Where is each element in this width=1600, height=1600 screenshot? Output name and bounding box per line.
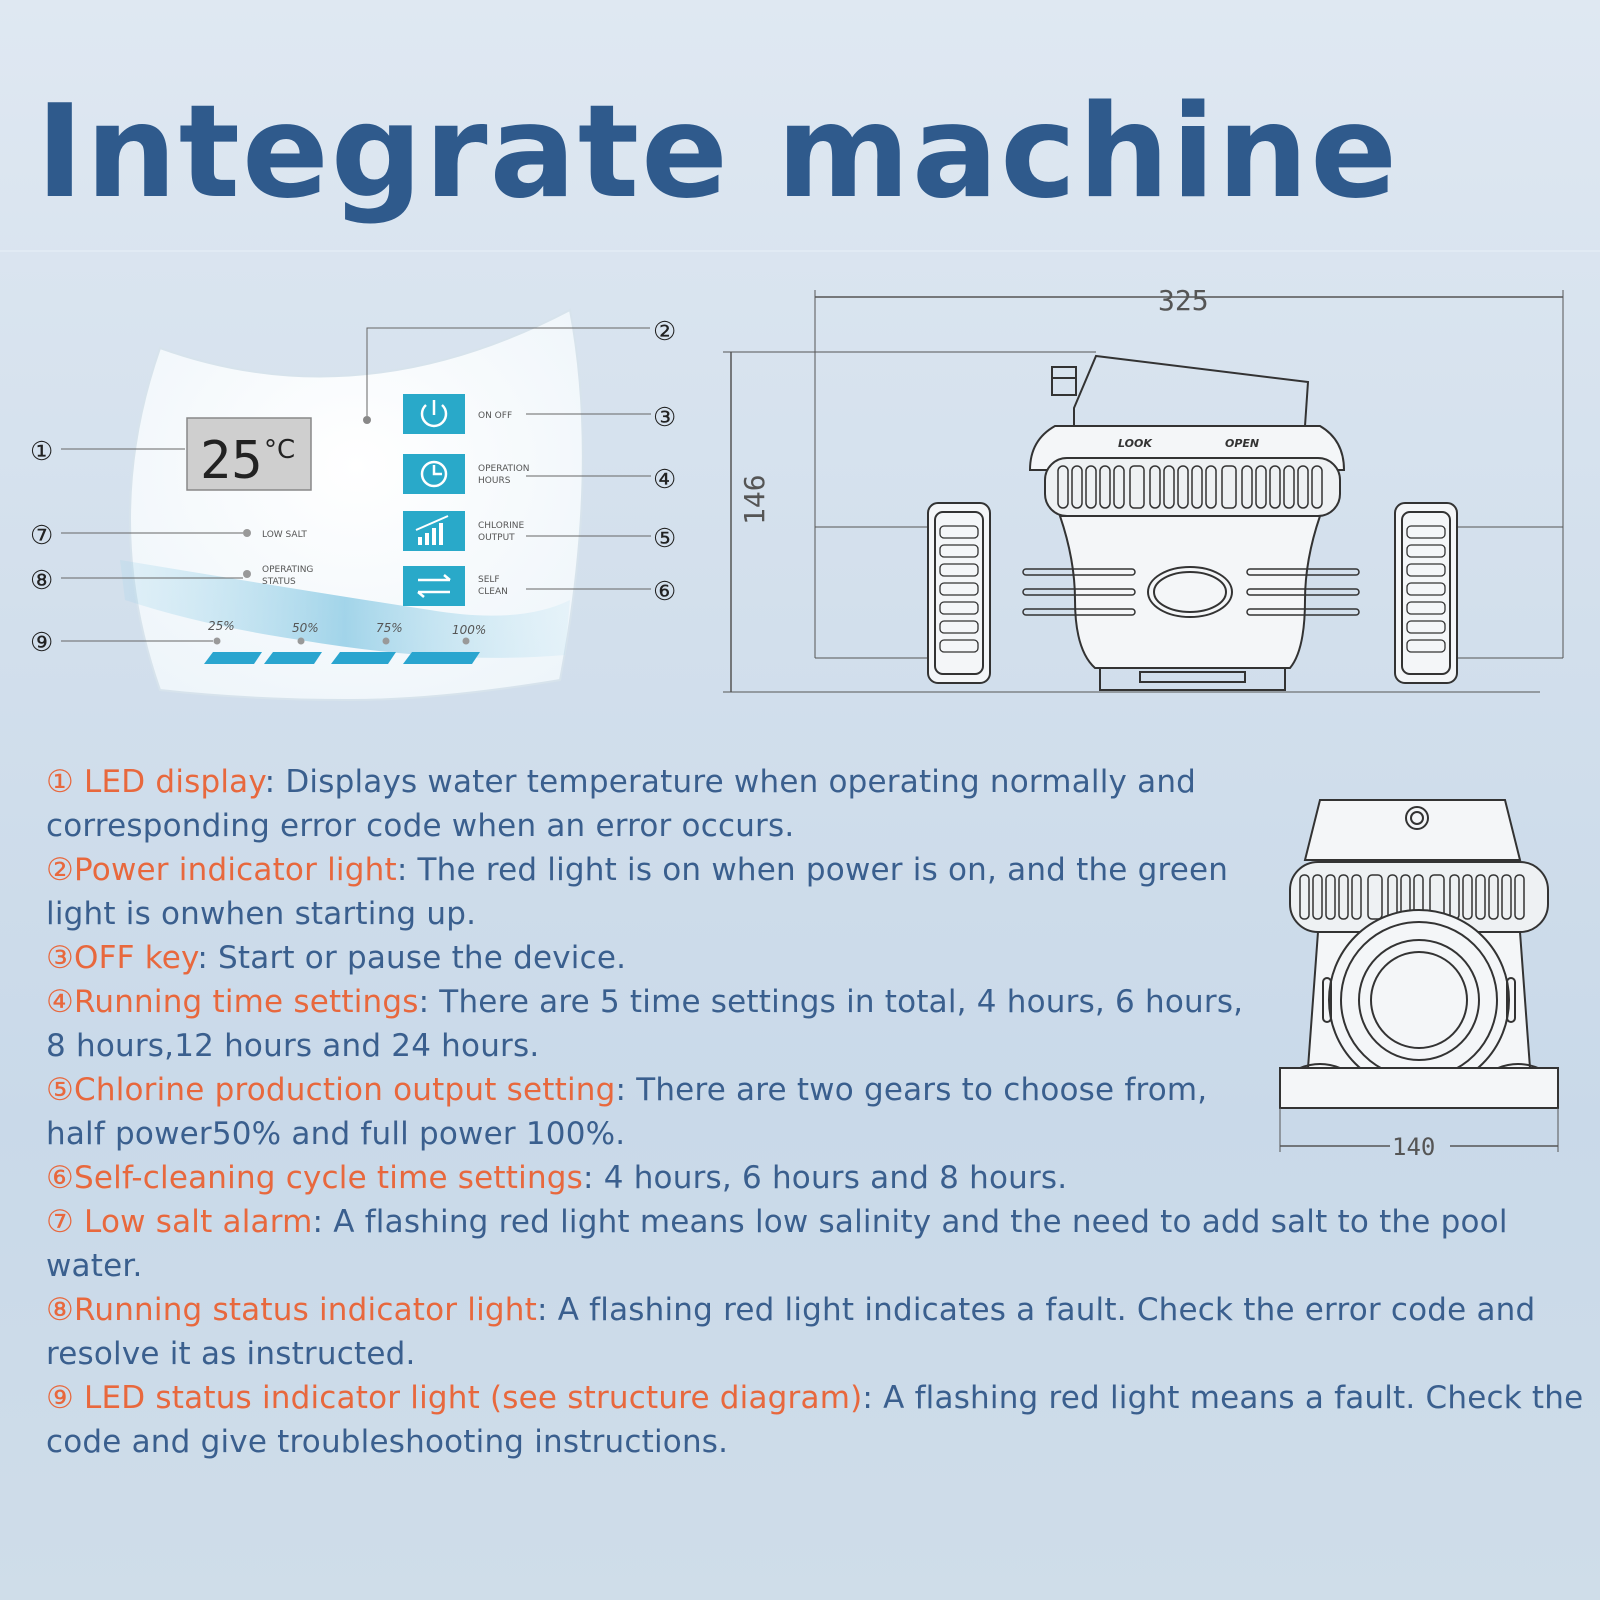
title-divider xyxy=(0,250,1600,252)
description-text: : A flashing red light indicates a fault… xyxy=(46,1292,1536,1372)
chlorine-output-label-1: CHLORINE xyxy=(478,521,524,531)
operation-hours-label-2: HOURS xyxy=(478,476,511,486)
description-text: : Start or pause the device. xyxy=(197,940,627,976)
description-item-9: ⑨ LED status indicator light (see struct… xyxy=(46,1376,1586,1464)
description-number: ⑧ xyxy=(46,1292,74,1328)
pct-100: 100% xyxy=(452,623,486,637)
description-text: : A flashing red light means low salinit… xyxy=(46,1204,1508,1284)
callout-leaders xyxy=(61,327,651,642)
callout-9: ⑨ xyxy=(30,628,53,658)
description-number: ⑦ xyxy=(46,1204,74,1240)
chlorine-output-button[interactable] xyxy=(403,511,465,551)
width-dimension: 325 xyxy=(1158,284,1209,317)
valve-look-label: LOOK xyxy=(1118,437,1153,450)
power-indicator-light xyxy=(363,416,371,424)
led-unit: °C xyxy=(264,435,295,465)
callout-8: ⑧ xyxy=(30,566,53,596)
callout-6: ⑥ xyxy=(653,577,676,607)
self-clean-label-1: SELF xyxy=(478,575,500,585)
description-text: : There are 5 time settings in total, 4 … xyxy=(46,984,1244,1064)
description-text: : The red light is on when power is on, … xyxy=(46,852,1229,932)
description-text: : 4 hours, 6 hours and 8 hours. xyxy=(583,1160,1068,1196)
description-item-4: ④Running time settings: There are 5 time… xyxy=(46,980,1266,1068)
description-text: : Displays water temperature when operat… xyxy=(46,764,1197,844)
control-panel xyxy=(120,308,584,702)
description-term: Low salt alarm xyxy=(74,1204,313,1240)
page-title: Integrate machine xyxy=(36,78,1399,227)
bar-chart-icon xyxy=(415,515,449,545)
operation-hours-label-1: OPERATION xyxy=(478,464,530,474)
operating-status-label-1: OPERATING xyxy=(262,565,313,575)
valve-open-label: OPEN xyxy=(1225,437,1259,450)
pct-75: 75% xyxy=(376,621,403,635)
description-term: Running time settings xyxy=(74,984,419,1020)
output-level-scale: 25% 50% 75% 100% xyxy=(204,619,486,664)
callout-1: ① xyxy=(30,437,53,467)
level-bar-100 xyxy=(403,652,480,664)
description-item-1: ① LED display: Displays water temperatur… xyxy=(46,760,1266,848)
low-salt-label: LOW SALT xyxy=(262,530,307,540)
panel-wave-decoration xyxy=(120,560,570,658)
description-term: LED status indicator light (see structur… xyxy=(74,1380,863,1416)
callout-4: ④ xyxy=(653,465,676,495)
self-clean-button[interactable] xyxy=(403,566,465,606)
description-number: ⑥ xyxy=(46,1160,74,1196)
pct-50: 50% xyxy=(292,621,319,635)
description-term: OFF key xyxy=(74,940,198,976)
description-term: Chlorine production output setting xyxy=(74,1072,616,1108)
machine-side-view xyxy=(1279,799,1559,1152)
description-item-2: ②Power indicator light: The red light is… xyxy=(46,848,1266,936)
led-temperature: 25 xyxy=(200,431,263,491)
self-clean-label-2: CLEAN xyxy=(478,587,508,597)
low-salt-indicator xyxy=(243,529,251,537)
pct-25: 25% xyxy=(208,619,235,633)
callout-5: ⑤ xyxy=(653,524,676,554)
description-number: ④ xyxy=(46,984,74,1020)
on-off-label: ON OFF xyxy=(478,411,512,421)
callout-7: ⑦ xyxy=(30,521,53,551)
description-item-3: ③OFF key: Start or pause the device. xyxy=(46,936,1266,980)
description-item-6: ⑥Self-cleaning cycle time settings: 4 ho… xyxy=(46,1156,1266,1200)
description-number: ⑤ xyxy=(46,1072,74,1108)
power-icon xyxy=(420,400,448,428)
level-bar-50 xyxy=(264,652,322,664)
description-number: ③ xyxy=(46,940,74,976)
description-term: Power indicator light xyxy=(74,852,397,888)
operation-hours-button[interactable] xyxy=(403,454,465,494)
led-display: 25 °C xyxy=(186,417,312,491)
operating-status-label-2: STATUS xyxy=(262,577,296,587)
operating-status-indicator xyxy=(243,570,251,578)
clock-icon xyxy=(420,460,448,488)
callout-2: ② xyxy=(653,317,676,347)
callout-3: ③ xyxy=(653,403,676,433)
chlorine-output-label-2: OUTPUT xyxy=(478,533,515,543)
height-dimension: 146 xyxy=(738,474,771,525)
description-term: Self-cleaning cycle time settings xyxy=(74,1160,584,1196)
machine-front-view xyxy=(723,290,1564,693)
description-term: LED display xyxy=(74,764,265,800)
description-number: ⑨ xyxy=(46,1380,74,1416)
level-bar-75 xyxy=(331,652,396,664)
feature-descriptions: ① LED display: Displays water temperatur… xyxy=(46,760,1586,1464)
description-text: : A flashing red light means a fault. Ch… xyxy=(46,1380,1584,1460)
description-item-5: ⑤Chlorine production output setting: The… xyxy=(46,1068,1266,1156)
base-width-dimension: 140 xyxy=(1392,1133,1435,1161)
description-number: ② xyxy=(46,852,74,888)
description-text: : There are two gears to choose from, ha… xyxy=(46,1072,1208,1152)
level-bar-25 xyxy=(204,652,262,664)
description-number: ① xyxy=(46,764,74,800)
description-item-7: ⑦ Low salt alarm: A flashing red light m… xyxy=(46,1200,1586,1288)
swap-arrows-icon xyxy=(417,574,451,598)
on-off-button[interactable] xyxy=(403,394,465,434)
description-item-8: ⑧Running status indicator light: A flash… xyxy=(46,1288,1586,1376)
callout-numbers: ① ② ③ ④ ⑤ ⑥ ⑦ ⑧ ⑨ xyxy=(30,317,676,658)
description-term: Running status indicator light xyxy=(74,1292,538,1328)
